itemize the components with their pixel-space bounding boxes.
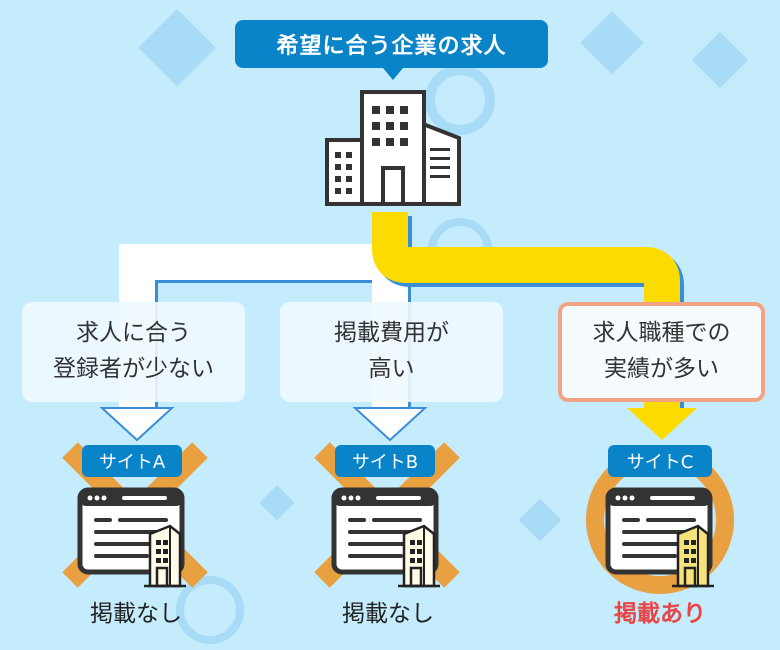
title-bubble: 希望に合う企業の求人	[235, 20, 548, 80]
site-label-c: サイトC	[608, 445, 712, 477]
small-building-icon	[144, 524, 186, 588]
result-b: 掲載なし	[342, 601, 434, 627]
small-building-icon	[398, 524, 440, 588]
job-site-browser-icon	[605, 487, 713, 575]
reason-text-line1: 求人に合う	[76, 320, 191, 347]
site-label-a: サイトA	[82, 445, 182, 477]
reason-box-a: 求人に合う 登録者が少ない	[22, 302, 245, 402]
reason-box-b: 掲載費用が 高い	[280, 302, 503, 402]
result-a: 掲載なし	[90, 601, 182, 627]
company-building-icon	[325, 90, 461, 206]
reason-text-line2: 高い	[368, 356, 415, 382]
result-c: 掲載あり	[614, 601, 706, 627]
site-label-b: サイトB	[335, 445, 435, 477]
reason-text-line1: 掲載費用が	[334, 320, 449, 347]
reason-text-line2: 登録者が少ない	[53, 356, 214, 382]
yellow-path	[372, 212, 697, 440]
small-building-icon	[672, 524, 714, 588]
reason-text-line2: 実績が多い	[604, 356, 719, 382]
reason-box-c: 求人職種での 実績が多い	[558, 302, 765, 402]
reason-text-line1: 求人職種での	[592, 320, 731, 347]
